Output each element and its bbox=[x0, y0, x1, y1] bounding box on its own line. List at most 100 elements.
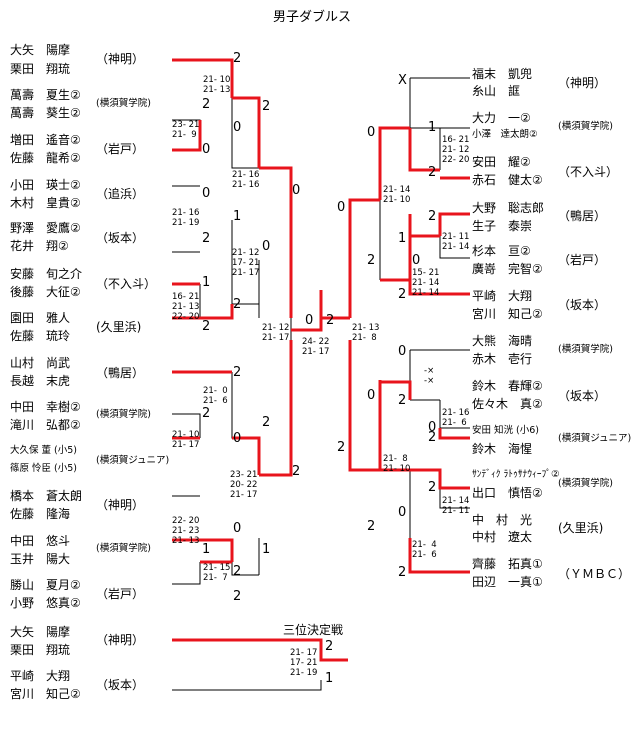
match-score: 23- 21 20- 22 21- 17 bbox=[230, 470, 258, 500]
game-count: 2 bbox=[428, 430, 437, 445]
match-score: 21- 14 21- 10 bbox=[383, 185, 411, 205]
player-name: 安田 知洸 (小6) bbox=[472, 425, 539, 436]
game-count: 0 bbox=[202, 186, 211, 201]
player-name: 篠原 怜臣 (小5) bbox=[10, 463, 77, 474]
team-name: (横須賀ジュニア) bbox=[558, 433, 632, 444]
player-name: 宮川 知己② bbox=[10, 687, 81, 701]
game-count: 1 bbox=[233, 209, 242, 224]
player-name: 栗田 翔琉 bbox=[10, 643, 71, 657]
game-count: 2 bbox=[233, 564, 242, 579]
game-count: 2 bbox=[398, 565, 407, 580]
page-title: 男子ダブルス bbox=[273, 10, 352, 25]
player-name: 木村 皇貴② bbox=[10, 196, 81, 210]
match-score: 21- 17 17- 21 21- 19 bbox=[290, 648, 318, 678]
game-count: 0 bbox=[202, 142, 211, 157]
player-name: 鈴木 海惺 bbox=[472, 442, 533, 456]
team-name: （不入斗） bbox=[96, 277, 157, 291]
game-count: 2 bbox=[337, 440, 346, 455]
player-name: 野澤 愛鷹② bbox=[10, 221, 81, 235]
game-count: 0 bbox=[367, 125, 376, 140]
player-name: 宮川 知己② bbox=[472, 307, 543, 321]
player-name: 中村 遼太 bbox=[472, 530, 533, 544]
match-score: 23- 21 21- 9 bbox=[172, 120, 200, 140]
player-name: 安藤 旬之介 bbox=[10, 267, 83, 281]
team-name: (横須賀学院) bbox=[96, 543, 151, 554]
game-count: 0 bbox=[233, 521, 242, 536]
team-name: （鴨居） bbox=[96, 366, 145, 380]
player-name: 大野 聡志郎 bbox=[472, 201, 545, 215]
player-name: 鈴木 春輝② bbox=[472, 379, 543, 393]
game-count: 0 bbox=[398, 344, 407, 359]
game-count: 2 bbox=[262, 99, 271, 114]
player-name: 山村 尚武 bbox=[10, 356, 71, 370]
player-name: 栗田 翔琉 bbox=[10, 62, 71, 76]
team-name: (横須賀学院) bbox=[558, 121, 613, 132]
match-score: 21- 11 21- 14 bbox=[442, 232, 470, 252]
team-name: （追浜） bbox=[96, 187, 145, 201]
player-name: ｻﾝﾃﾞｨｸ ﾗﾄｩｻﾅｳｨｰﾌﾟ② bbox=[472, 469, 560, 480]
player-name: 齊藤 拓真① bbox=[472, 557, 543, 571]
game-count: 0 bbox=[428, 420, 437, 435]
game-count: 0 bbox=[305, 313, 314, 328]
player-name: 福末 凱兜 bbox=[472, 67, 533, 81]
player-name: 大矢 陽摩 bbox=[10, 43, 71, 57]
game-count: 2 bbox=[326, 313, 335, 328]
match-score: 21- 12 21- 17 bbox=[262, 323, 290, 343]
game-count: 2 bbox=[202, 319, 211, 334]
player-name: 赤石 健太② bbox=[472, 173, 543, 187]
match-score: 22- 20 21- 23 21- 13 bbox=[172, 516, 200, 546]
team-name: （坂本） bbox=[558, 389, 607, 403]
team-name: (横須賀学院) bbox=[96, 98, 151, 109]
game-count: 2 bbox=[202, 97, 211, 112]
match-score: 15- 21 21- 14 21- 14 bbox=[412, 268, 440, 298]
player-name: 出口 慎悟② bbox=[472, 486, 543, 500]
game-count: 1 bbox=[398, 231, 407, 246]
match-score: 21- 16 21- 19 bbox=[172, 208, 200, 228]
game-count: 0 bbox=[337, 200, 346, 215]
player-name: 大久保 董 (小5) bbox=[10, 445, 77, 456]
player-name: 増田 遙音② bbox=[10, 133, 81, 147]
player-name: 勝山 夏月② bbox=[10, 578, 81, 592]
game-count: 2 bbox=[367, 253, 376, 268]
game-count: 0 bbox=[398, 505, 407, 520]
player-name: 大力 一② bbox=[472, 111, 531, 125]
team-name: （神明） bbox=[96, 633, 145, 647]
player-name: 中田 幸樹② bbox=[10, 400, 81, 414]
team-name: （岩戸） bbox=[96, 587, 145, 601]
player-name: 佐藤 隆海 bbox=[10, 507, 71, 521]
team-name: （ＹＭＢＣ） bbox=[558, 567, 631, 581]
team-name: (横須賀学院) bbox=[558, 344, 613, 355]
game-count: 2 bbox=[292, 464, 301, 479]
player-name: 玉井 陽大 bbox=[10, 552, 71, 566]
match-score: 21- 12 17- 21 21- 17 bbox=[232, 248, 260, 278]
team-name: （神明） bbox=[96, 498, 145, 512]
player-name: 佐藤 龍希② bbox=[10, 151, 81, 165]
match-score: 21- 16 21- 6 bbox=[442, 408, 470, 428]
game-count: 0 bbox=[262, 239, 271, 254]
team-name: （坂本） bbox=[558, 298, 607, 312]
team-name: （鴨居） bbox=[558, 209, 607, 223]
game-count: 2 bbox=[325, 639, 334, 654]
player-name: 小田 瑛士② bbox=[10, 178, 81, 192]
player-name: 糸山 誆 bbox=[472, 84, 521, 98]
player-name: 平崎 大翔 bbox=[10, 669, 71, 683]
team-name: （坂本） bbox=[96, 231, 145, 245]
game-count: 2 bbox=[202, 406, 211, 421]
match-score: 21- 8 21- 10 bbox=[383, 454, 411, 474]
team-name: (横須賀学院) bbox=[558, 478, 613, 489]
player-name: 後藤 大征② bbox=[10, 285, 81, 299]
game-count: 1 bbox=[262, 542, 271, 557]
game-count: X bbox=[398, 73, 407, 88]
game-count: 2 bbox=[428, 480, 437, 495]
game-count: 2 bbox=[233, 51, 242, 66]
player-name: 大熊 海晴 bbox=[472, 334, 533, 348]
match-score: 21- 10 21- 17 bbox=[172, 430, 200, 450]
third-place-title: 三位決定戦 bbox=[283, 623, 344, 637]
player-name: 廣嵜 完智② bbox=[472, 262, 543, 276]
player-name: 中田 悠斗 bbox=[10, 534, 71, 548]
match-score: 21- 14 21- 11 bbox=[442, 496, 470, 516]
team-name: (横須賀ジュニア) bbox=[96, 455, 170, 466]
match-score: 21- 15 21- 7 bbox=[203, 563, 231, 583]
match-score: 21- 0 21- 6 bbox=[203, 386, 228, 406]
